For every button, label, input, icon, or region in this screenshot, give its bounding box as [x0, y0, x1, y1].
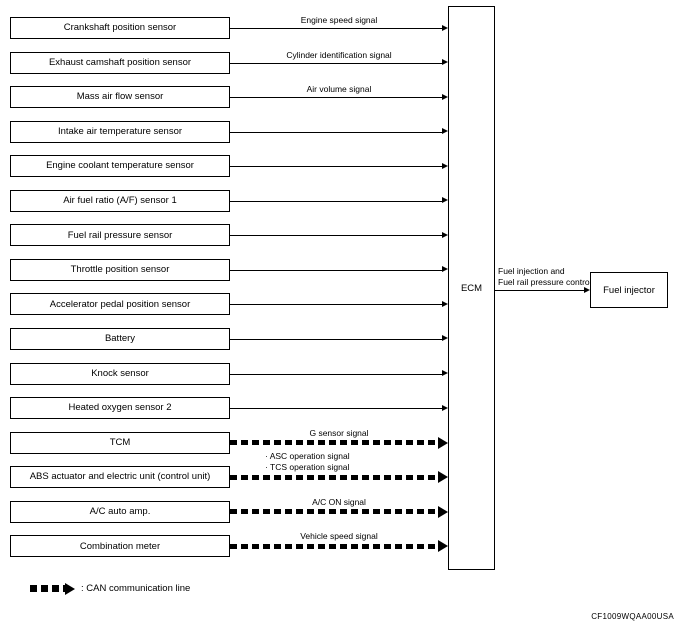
arrowhead-icon	[438, 436, 448, 449]
source-box[interactable]: Battery	[10, 327, 230, 350]
output-signal-label-line: Fuel injection and	[498, 266, 565, 276]
source-box[interactable]: Engine coolant temperature sensor	[10, 155, 230, 178]
arrowhead-icon	[442, 231, 448, 238]
arrowhead-icon	[442, 59, 448, 66]
signal-line	[230, 166, 442, 168]
source-box-label: Engine coolant temperature sensor	[46, 160, 194, 172]
arrowhead-icon	[438, 505, 448, 518]
can-communication-line	[230, 543, 439, 549]
arrowhead-icon	[442, 404, 448, 411]
source-box[interactable]: Throttle position sensor	[10, 258, 230, 281]
signal-label: Engine speed signal	[230, 15, 448, 26]
legend-label: : CAN communication line	[81, 583, 191, 594]
footer-code: CF1009WQAA00USA	[591, 612, 674, 621]
fuel-injector-label: Fuel injector	[603, 284, 655, 296]
arrowhead-icon	[438, 471, 448, 484]
signal-line	[230, 269, 442, 271]
source-box-label: TCM	[109, 436, 131, 448]
arrowhead-icon	[442, 370, 448, 376]
signal-label: Cylinder identification signal	[230, 50, 448, 61]
signal-label: Vehicle speed signal	[230, 531, 448, 542]
source-box-label: Crankshaft position sensor	[63, 22, 177, 34]
signal-label: Air volume signal	[230, 84, 448, 95]
signal-label-line: Engine speed signal	[300, 15, 378, 25]
arrowhead-icon	[438, 540, 448, 553]
source-box[interactable]: ABS actuator and electric unit (control …	[10, 466, 230, 489]
source-box[interactable]: TCM	[10, 431, 230, 454]
signal-label: G sensor signal	[230, 428, 448, 439]
can-communication-line	[230, 440, 439, 446]
source-box[interactable]: Fuel rail pressure sensor	[10, 224, 230, 247]
signal-line	[230, 373, 442, 375]
source-box-label: Intake air temperature sensor	[57, 125, 183, 137]
source-box[interactable]: Knock sensor	[10, 362, 230, 385]
source-box-label: Battery	[104, 333, 136, 345]
signal-line	[230, 304, 442, 306]
arrowhead-icon	[442, 266, 448, 273]
signal-line	[230, 28, 442, 29]
signal-line	[230, 408, 442, 410]
source-box-label: Throttle position sensor	[70, 264, 170, 276]
signal-line	[230, 235, 442, 237]
source-box[interactable]: Heated oxygen sensor 2	[10, 397, 230, 420]
arrowhead-icon	[442, 197, 448, 204]
source-box-label: Heated oxygen sensor 2	[68, 402, 172, 414]
source-box-label: Fuel rail pressure sensor	[67, 229, 173, 241]
signal-label: A/C ON signal	[230, 497, 448, 508]
output-signal-label-line: Fuel rail pressure control	[498, 277, 592, 287]
source-box[interactable]: Combination meter	[10, 535, 230, 558]
arrowhead-icon	[584, 286, 590, 293]
source-box[interactable]: Crankshaft position sensor	[10, 17, 230, 39]
source-box-label: Exhaust camshaft position sensor	[48, 56, 192, 68]
ecm-label: ECM	[460, 282, 483, 294]
signal-line	[230, 200, 442, 202]
signal-label-line: Cylinder identification signal	[286, 49, 392, 60]
signal-line	[230, 338, 442, 340]
signal-label-line: G sensor signal	[309, 427, 369, 438]
source-box[interactable]: Exhaust camshaft position sensor	[10, 51, 230, 74]
source-box[interactable]: Accelerator pedal position sensor	[10, 293, 230, 316]
signal-label-line: Vehicle speed signal	[300, 531, 378, 542]
arrowhead-icon	[442, 93, 448, 100]
arrowhead-icon	[65, 582, 75, 595]
source-box-label: Knock sensor	[91, 367, 149, 379]
source-box[interactable]: A/C auto amp.	[10, 500, 230, 523]
signal-label-line: A/C ON signal	[312, 496, 366, 507]
arrowhead-icon	[442, 300, 448, 307]
source-box-label: Accelerator pedal position sensor	[49, 298, 191, 310]
arrowhead-icon	[442, 335, 448, 342]
output-signal-line	[495, 290, 584, 291]
source-box-label: Mass air flow sensor	[76, 91, 164, 103]
arrowhead-icon	[442, 162, 448, 169]
source-box[interactable]: Mass air flow sensor	[10, 86, 230, 109]
can-communication-line	[230, 509, 439, 515]
ecm-box[interactable]: ECM	[448, 6, 495, 570]
arrowhead-icon	[442, 24, 448, 31]
source-box-label: Combination meter	[79, 540, 161, 552]
signal-label-line: · TCS operation signal	[265, 462, 350, 473]
source-box[interactable]: Intake air temperature sensor	[10, 120, 230, 143]
source-box[interactable]: Air fuel ratio (A/F) sensor 1	[10, 189, 230, 212]
signal-line	[230, 131, 442, 133]
source-box-label: ABS actuator and electric unit (control …	[29, 471, 211, 483]
signal-label-line: · ASC operation signal	[265, 451, 350, 462]
can-line-swatch-icon	[30, 582, 75, 595]
can-communication-line	[230, 474, 439, 480]
signal-label-line: Air volume signal	[306, 84, 372, 95]
source-box-label: Air fuel ratio (A/F) sensor 1	[63, 195, 177, 206]
legend: : CAN communication line	[30, 582, 191, 595]
fuel-injector-box[interactable]: Fuel injector	[590, 272, 668, 308]
signal-label: · ASC operation signal· TCS operation si…	[230, 451, 448, 473]
signal-line	[230, 62, 442, 64]
arrowhead-icon	[442, 128, 448, 135]
signal-line	[230, 97, 442, 99]
source-box-label: A/C auto amp.	[89, 505, 151, 517]
